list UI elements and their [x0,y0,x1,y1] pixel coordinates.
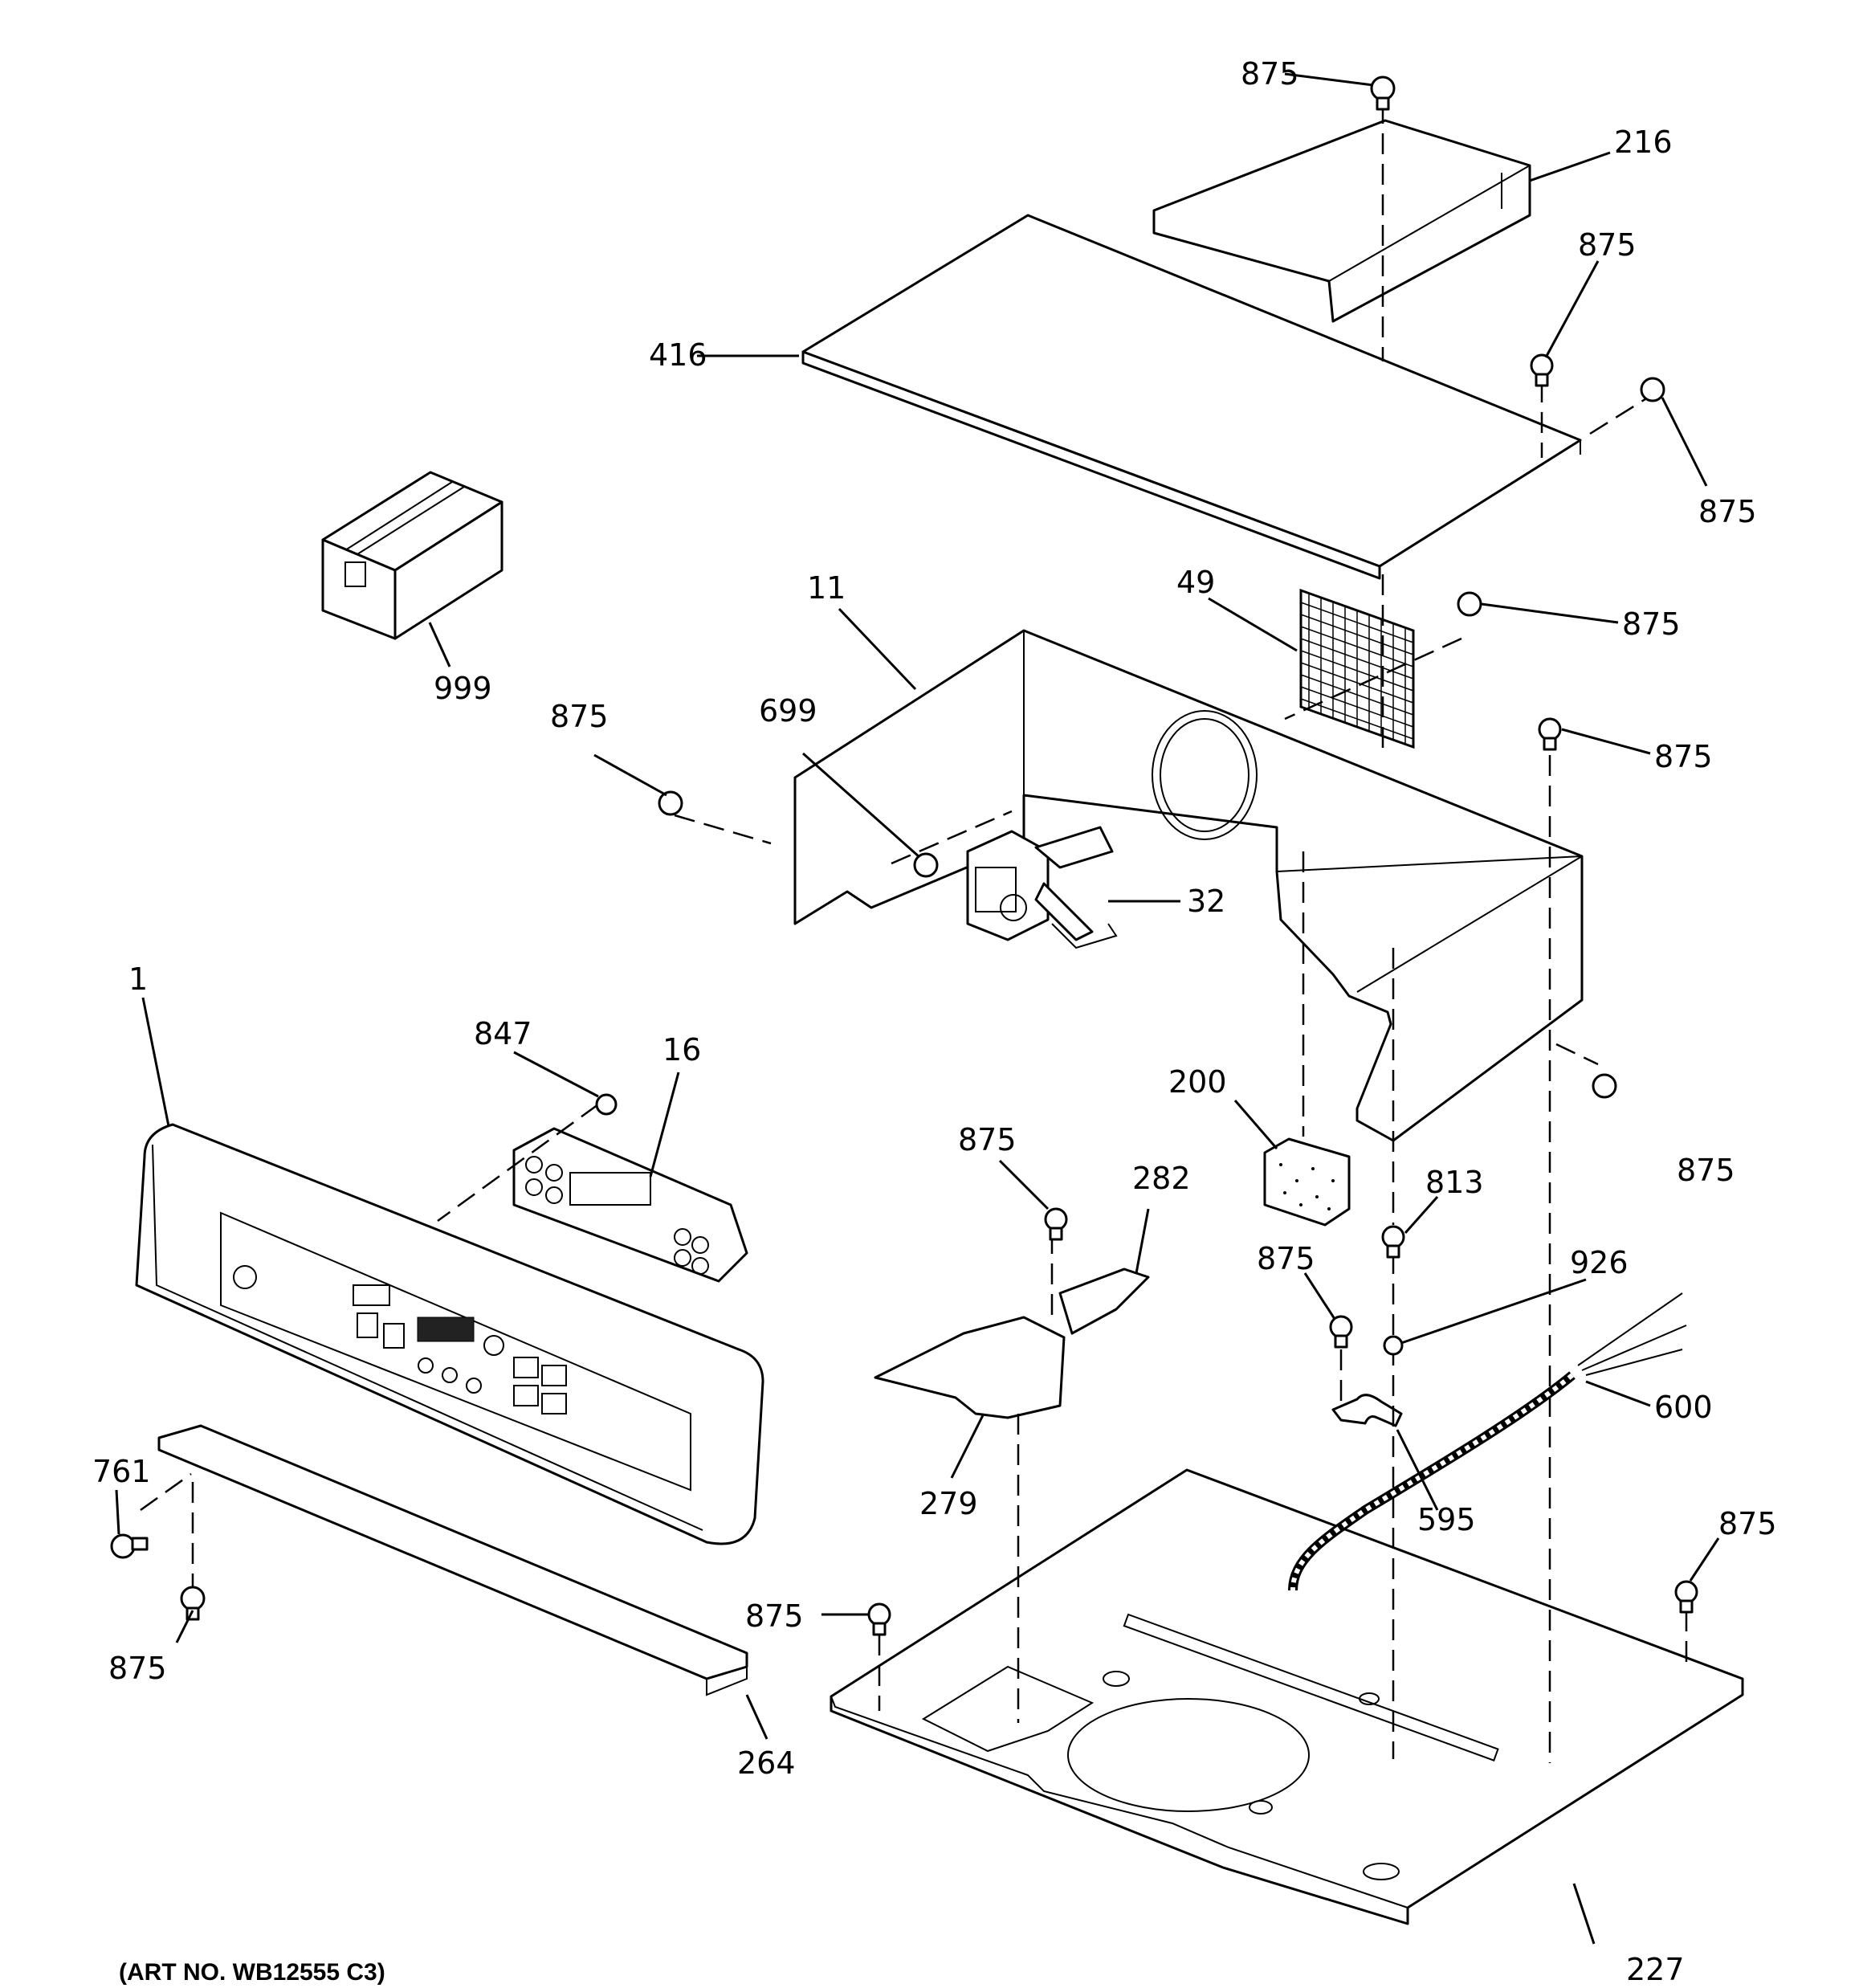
label-699: 699 [759,693,817,729]
part-labels: 875 216 875 416 875 999 11 49 875 875 87… [92,56,1777,1987]
screw-icons [110,76,1698,1636]
label-875: 875 [958,1122,1017,1157]
part-32-fan-motor[interactable] [966,826,1118,949]
part-49-grille[interactable] [1299,588,1415,749]
screw-icon [867,1602,891,1636]
label-999: 999 [434,671,492,706]
screw-icon [1538,717,1562,751]
part-279-duct[interactable] [874,1316,1066,1419]
label-875: 875 [1654,739,1713,774]
label-49: 49 [1176,565,1215,600]
screw-icon [1674,1580,1698,1614]
assembly-guide-lines [140,103,1688,1763]
screw-icon [913,852,939,878]
label-875: 875 [1622,606,1681,642]
label-600: 600 [1654,1390,1713,1425]
part-1-control-panel[interactable] [135,1123,764,1545]
label-16: 16 [662,1032,701,1067]
part-200-insulation[interactable] [1263,1137,1351,1227]
screw-icon [1329,1315,1353,1349]
screw-icon [110,1533,149,1559]
screw-icon [595,1093,618,1116]
label-813: 813 [1425,1165,1484,1200]
screw-icon [1370,76,1396,111]
label-875: 875 [1241,56,1299,92]
label-875: 875 [1257,1241,1315,1276]
part-16-control-board[interactable] [512,1127,748,1283]
label-875: 875 [550,699,609,734]
label-875: 875 [745,1598,804,1634]
control-buttons[interactable] [233,1265,567,1414]
label-1: 1 [128,961,148,997]
label-32: 32 [1187,884,1225,919]
screw-icon [1592,1073,1617,1099]
screw-icon [1044,1207,1068,1241]
label-264: 264 [737,1745,796,1781]
part-11-housing[interactable] [793,629,1584,1142]
label-875: 875 [1718,1506,1777,1541]
part-282-duct-extension[interactable] [1058,1268,1150,1335]
label-216: 216 [1614,125,1673,160]
label-926: 926 [1570,1245,1629,1280]
screw-icon [1383,1335,1404,1356]
screw-icon [180,1586,206,1621]
part-600-cable[interactable] [1288,1292,1687,1591]
label-761: 761 [92,1454,151,1489]
label-416: 416 [649,337,707,373]
label-279: 279 [919,1486,978,1521]
label-11: 11 [807,570,846,606]
part-264-bracket[interactable] [157,1424,748,1696]
screw-icon [1640,377,1665,402]
art-number: (ART NO. WB12555 C3) [119,1959,385,1986]
screw-icon [658,790,683,816]
label-282: 282 [1132,1161,1191,1196]
leader-lines [115,72,1720,1945]
label-847: 847 [474,1016,532,1051]
label-875: 875 [1677,1153,1735,1188]
label-595: 595 [1417,1502,1476,1537]
screw-icon [1381,1225,1405,1259]
label-200: 200 [1168,1064,1227,1100]
label-875: 875 [1578,227,1637,263]
label-875: 875 [108,1651,167,1686]
part-999-box[interactable] [321,471,503,640]
label-875: 875 [1698,494,1757,529]
part-416-top-panel[interactable] [801,214,1582,580]
part-227-bottom-plate[interactable] [830,1468,1744,1925]
part-595-clamp[interactable] [1331,1394,1403,1427]
label-227: 227 [1626,1952,1685,1987]
screw-icon [1457,591,1482,617]
part-216-top-bracket[interactable] [1152,119,1531,323]
screw-icon [1530,353,1554,387]
